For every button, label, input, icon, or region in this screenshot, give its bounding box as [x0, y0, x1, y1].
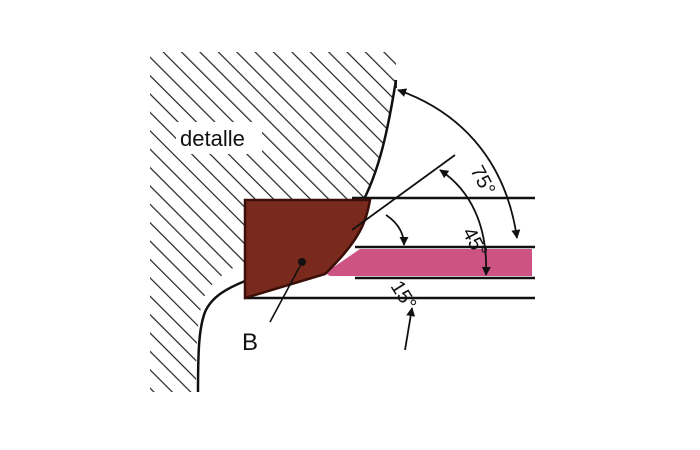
angle-arc-15: [385, 214, 409, 246]
point-b-marker: [298, 258, 306, 266]
angle-arc-45: [439, 169, 491, 276]
point-b-label: B: [242, 329, 258, 356]
angle-arrow-15-lower: [404, 307, 416, 351]
detail-label: detalle: [180, 126, 245, 151]
detail-label-background: [176, 122, 262, 154]
cutting-tool: [243, 198, 372, 300]
angle-arc-75: [397, 88, 521, 239]
chip-band: [325, 249, 532, 276]
workpiece-corner-outline: [196, 279, 246, 393]
angle-label-15: 15°: [386, 277, 421, 314]
point-b-leader: [269, 265, 301, 323]
